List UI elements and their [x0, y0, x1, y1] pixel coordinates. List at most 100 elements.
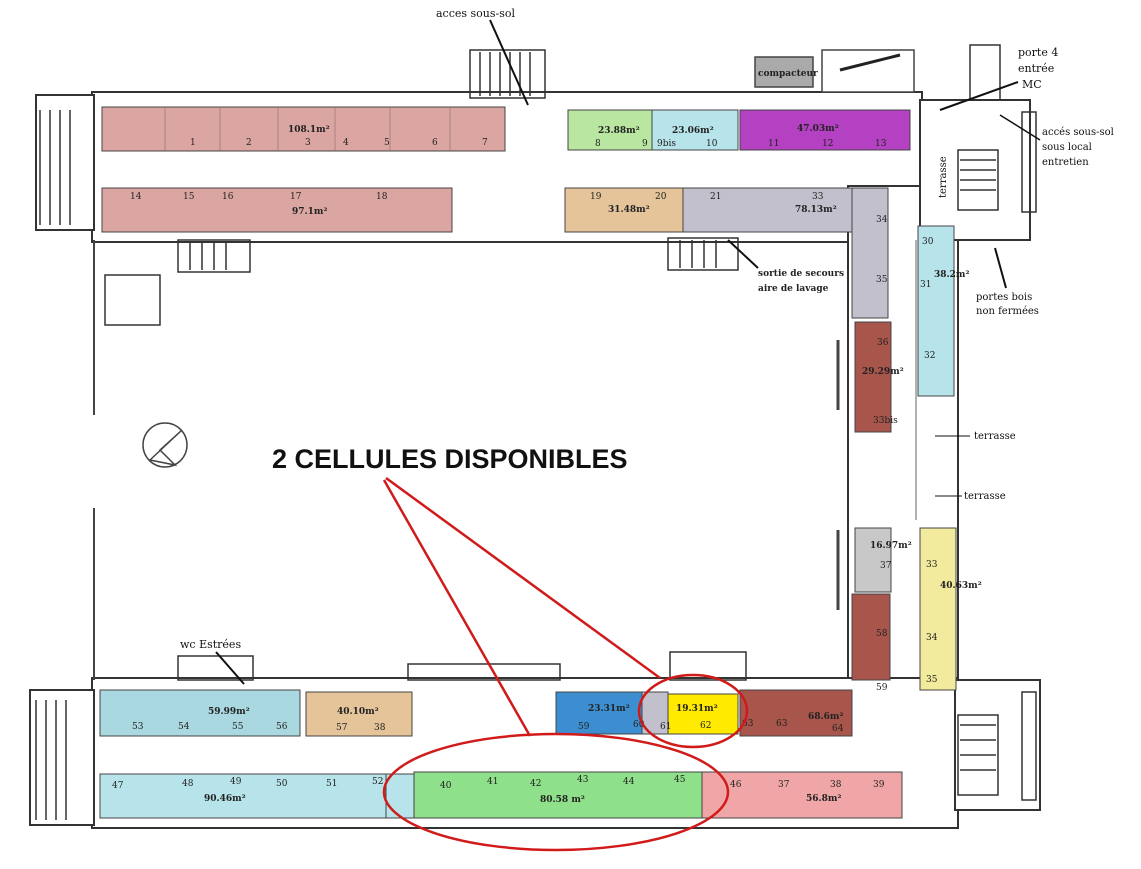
cell-11-13	[739, 109, 911, 151]
cell-label: 33bis	[873, 416, 898, 426]
cell-label: 39	[873, 780, 885, 790]
area-label: 59.99m²	[208, 707, 250, 717]
wc-label: wc Estrées	[180, 638, 241, 651]
cell-label: 2	[246, 138, 252, 148]
area-label: 23.88m²	[598, 126, 640, 136]
cell-label: 59	[876, 683, 888, 693]
cell-label: 45	[674, 775, 686, 785]
cell-19-20	[564, 187, 684, 233]
cell-58-59	[851, 593, 891, 681]
cell-label: 3	[305, 138, 311, 148]
highlight-ellipse	[382, 732, 730, 852]
availability-callout: 2 CELLULES DISPONIBLES	[272, 444, 749, 852]
cell-label: 17	[290, 192, 302, 202]
area-label: 40.10m²	[337, 707, 379, 717]
cell-label: 51	[326, 779, 337, 789]
cell-label: 7	[482, 138, 488, 148]
cell-label: 18	[376, 192, 388, 202]
area-label: 38.2m²	[934, 270, 969, 280]
cell-label: 8	[595, 139, 601, 149]
portes-bois-label: portes bois	[976, 292, 1032, 303]
cell-label: 16	[222, 192, 234, 202]
cell-36-33bis	[854, 321, 892, 433]
cell-62-available	[667, 693, 739, 735]
highlight-ellipse	[637, 673, 749, 749]
terrasse-label: terrasse	[964, 491, 1006, 502]
cell-59b-60	[555, 691, 643, 735]
annotations: acces sous-sol compacteur porte 4 entrée…	[180, 7, 1114, 685]
cell-block-14-18	[101, 187, 453, 233]
cell-label: 55	[232, 722, 244, 732]
cell-label: 56	[276, 722, 288, 732]
right-column-cells	[851, 225, 957, 691]
cell-label: 32	[924, 351, 935, 361]
compacteur-label: compacteur	[758, 69, 818, 79]
cell-label: 4	[343, 138, 349, 148]
cell-label: 38	[830, 780, 842, 790]
cell-label: 33	[926, 560, 938, 570]
cell-label: 12	[822, 139, 833, 149]
cell-label: 60	[633, 720, 645, 730]
area-label: 29.29m²	[862, 367, 904, 377]
area-label: 47.03m²	[797, 124, 839, 134]
cell-label: 61	[660, 722, 671, 732]
cell-30-32	[917, 225, 955, 397]
cell-label: 49	[230, 777, 242, 787]
cell-label: 58	[876, 629, 888, 639]
area-label: 90.46m²	[204, 794, 246, 804]
cell-label: 46	[730, 780, 742, 790]
headline: 2 CELLULES DISPONIBLES	[272, 444, 628, 474]
cell-33-35r	[919, 527, 957, 691]
bottom-row-cells	[99, 689, 903, 819]
area-label: 97.1m²	[292, 207, 327, 217]
acces-local-label: entretien	[1042, 157, 1089, 168]
cell-label: 6	[432, 138, 438, 148]
area-label: 23.31m²	[588, 704, 630, 714]
cell-label: 36	[877, 338, 889, 348]
porte4-label: entrée	[1018, 62, 1054, 75]
cell-53-56	[99, 689, 301, 737]
cell-label: 1	[190, 138, 196, 148]
cell-label: 41	[487, 777, 498, 787]
cell-label: 50	[276, 779, 288, 789]
cell-label: 57	[336, 723, 348, 733]
cell-label: 9bis	[657, 139, 676, 149]
cell-label: 20	[655, 192, 667, 202]
terrasse-label: terrasse	[974, 431, 1016, 442]
sortie-label: aire de lavage	[758, 284, 829, 294]
cell-label: 38	[374, 723, 386, 733]
cell-8-9	[567, 109, 653, 151]
cell-label: 14	[130, 192, 142, 202]
cell-label: 9	[642, 139, 648, 149]
cell-label: 63	[776, 719, 788, 729]
cell-label: 19	[590, 192, 602, 202]
cell-label: 64	[832, 724, 844, 734]
cell-label: 5	[384, 138, 390, 148]
cell-label: 30	[922, 237, 934, 247]
cell-label: 10	[706, 139, 718, 149]
cell-label: 59	[578, 722, 590, 732]
cell-57-38	[305, 691, 413, 737]
cell-label: 43	[577, 775, 589, 785]
cell-label: 37	[778, 780, 790, 790]
cell-46-39	[701, 771, 903, 819]
area-label: 23.06m²	[672, 126, 714, 136]
cell-63-64	[739, 689, 853, 737]
area-label: 68.6m²	[808, 712, 843, 722]
cell-label: 44	[623, 777, 635, 787]
cell-label: 21	[710, 192, 721, 202]
area-label: 78.13m²	[795, 205, 837, 215]
cell-label: 40	[440, 781, 452, 791]
cell-label: 15	[183, 192, 195, 202]
cell-label: 13	[875, 139, 887, 149]
area-label: 80.58 m²	[540, 795, 585, 805]
area-label: 56.8m²	[806, 794, 841, 804]
cell-40-45-available	[413, 771, 703, 819]
cell-label: 31	[920, 280, 931, 290]
area-label: 19.31m²	[676, 704, 718, 714]
area-label: 108.1m²	[288, 125, 330, 135]
cell-label: 37	[880, 561, 892, 571]
cell-37	[854, 527, 892, 593]
sortie-label: sortie de secours	[758, 269, 844, 279]
